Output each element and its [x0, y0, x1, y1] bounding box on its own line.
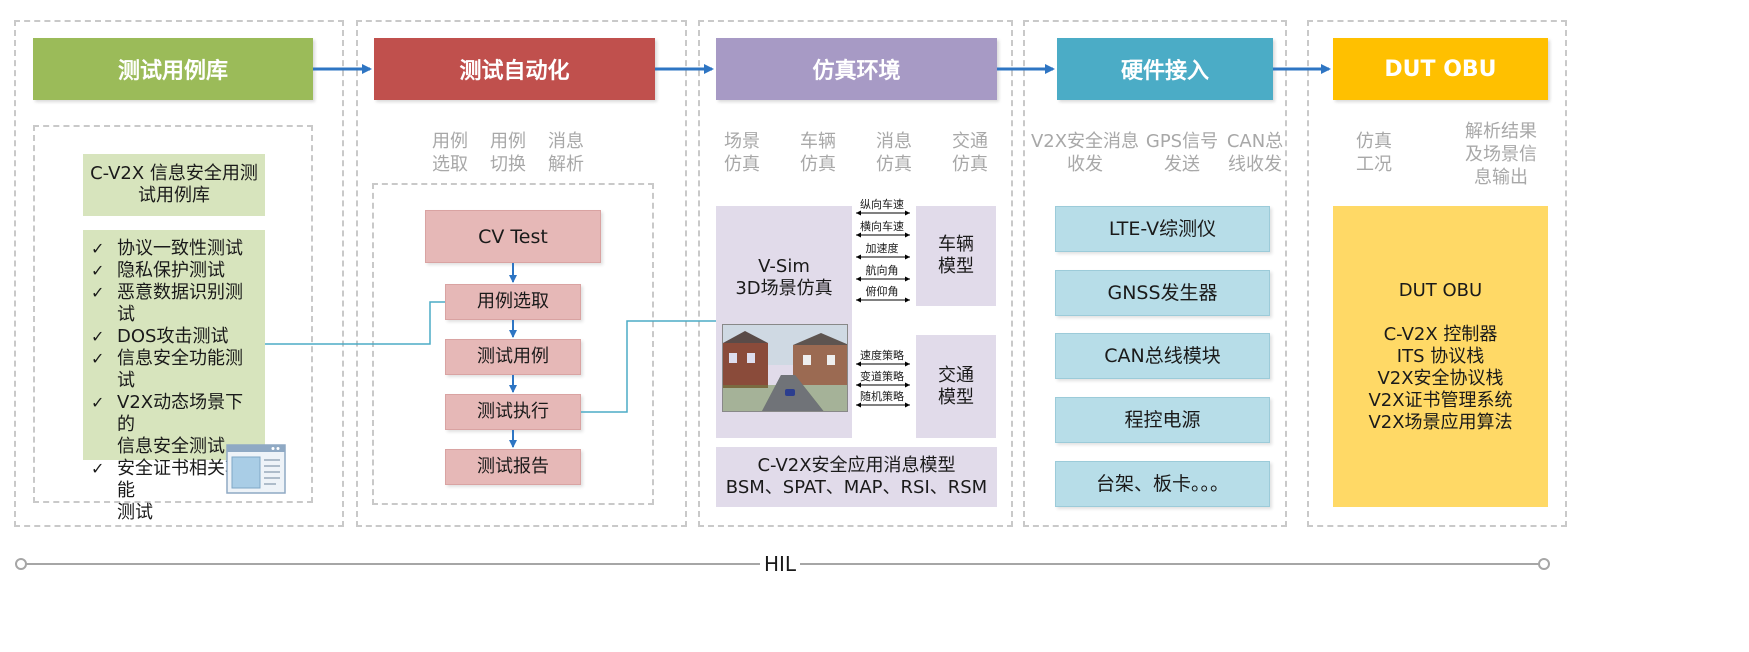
message-model-box: C-V2X安全应用消息模型 BSM、SPAT、MAP、RSI、RSM [716, 447, 997, 507]
hil-endpoint-left [15, 558, 27, 570]
column-simulation-environment [698, 20, 1013, 527]
link-random-strategy: 随机策略 [860, 390, 904, 403]
step-test-case: 测试用例 [445, 339, 581, 375]
device-rack-boards: 台架、板卡。。。 [1055, 461, 1270, 507]
subhead-parse-output: 解析结果 及场景信 息输出 [1465, 121, 1537, 188]
library-title-box: C-V2X 信息安全用测 试用例库 [83, 154, 265, 216]
link-acceleration: 加速度 [865, 242, 899, 255]
list-item: V2X动态场景下的 信息安全测试 [91, 392, 259, 458]
column-test-case-library [14, 20, 344, 527]
list-item: DOS攻击测试 [91, 326, 259, 348]
list-item: 协议一致性测试 [91, 238, 259, 260]
device-ltev-tester: LTE-V综测仪 [1055, 206, 1270, 252]
step-case-select: 用例选取 [445, 284, 581, 320]
dut-obu-title: DUT OBU [1398, 279, 1483, 301]
link-lane-change-strategy: 变道策略 [860, 370, 904, 383]
list-item: 信息安全功能测试 [91, 348, 259, 392]
subhead-traffic-sim: 交通 仿真 [952, 131, 988, 175]
traffic-model-box: 交通 模型 [916, 335, 996, 438]
list-item: 恶意数据识别测试 [91, 282, 259, 326]
header-simulation-environment: 仿真环境 [716, 38, 997, 100]
vehicle-model-box: 车辆 模型 [916, 206, 996, 306]
header-hardware-access: 硬件接入 [1057, 38, 1273, 100]
column-dut-obu [1307, 20, 1567, 527]
hil-label: HIL [760, 552, 800, 576]
dut-obu-box: DUT OBU C-V2X 控制器 ITS 协议栈 V2X安全协议栈 V2X证书… [1333, 206, 1548, 507]
vsim-label: V-Sim 3D场景仿真 [735, 256, 833, 299]
header-test-case-library: 测试用例库 [33, 38, 313, 100]
list-item: 隐私保护测试 [91, 260, 259, 282]
link-speed-strategy: 速度策略 [860, 349, 904, 362]
column-hardware-access [1023, 20, 1287, 527]
dut-obu-components: C-V2X 控制器 ITS 协议栈 V2X安全协议栈 V2X证书管理系统 V2X… [1368, 323, 1513, 433]
window-icon [226, 444, 286, 494]
link-heading: 航向角 [865, 264, 899, 277]
scene-screenshot [722, 324, 848, 412]
connector-function-to-select [265, 301, 445, 345]
test-case-checklist: 协议一致性测试 隐私保护测试 恶意数据识别测试 DOS攻击测试 信息安全功能测试… [83, 230, 265, 524]
subhead-sim-conditions: 仿真 工况 [1356, 131, 1392, 175]
subhead-case-select: 用例 选取 [432, 131, 468, 175]
device-gnss-generator: GNSS发生器 [1055, 270, 1270, 316]
hil-endpoint-right [1538, 558, 1550, 570]
link-lateral-speed: 横向车速 [860, 220, 904, 233]
device-programmable-power: 程控电源 [1055, 397, 1270, 443]
subhead-can-bus: CAN总 线收发 [1226, 131, 1284, 175]
subhead-scene-sim: 场景 仿真 [724, 131, 760, 175]
subhead-vehicle-sim: 车辆 仿真 [800, 131, 836, 175]
step-test-report: 测试报告 [445, 449, 581, 485]
test-case-checklist-box: 协议一致性测试 隐私保护测试 恶意数据识别测试 DOS攻击测试 信息安全功能测试… [83, 230, 265, 523]
header-test-automation: 测试自动化 [374, 38, 655, 100]
cv-test-box: CV Test [425, 210, 601, 263]
connector-execute-to-vsim [581, 320, 716, 413]
device-can-bus-module: CAN总线模块 [1055, 333, 1270, 379]
link-pitch: 俯仰角 [865, 285, 899, 298]
subhead-v2x-message: V2X安全消息 收发 [1030, 131, 1140, 175]
column-test-automation [356, 20, 687, 527]
subhead-gps-signal: GPS信号 发送 [1145, 131, 1219, 175]
header-dut-obu: DUT OBU [1333, 38, 1548, 100]
step-test-execute: 测试执行 [445, 394, 581, 430]
subhead-case-switch: 用例 切换 [490, 131, 526, 175]
list-item: 安全证书相关功能 测试 [91, 458, 259, 524]
subhead-message-sim: 消息 仿真 [876, 131, 912, 175]
subhead-message-parse: 消息 解析 [548, 131, 584, 175]
link-longitudinal-speed: 纵向车速 [860, 198, 904, 211]
